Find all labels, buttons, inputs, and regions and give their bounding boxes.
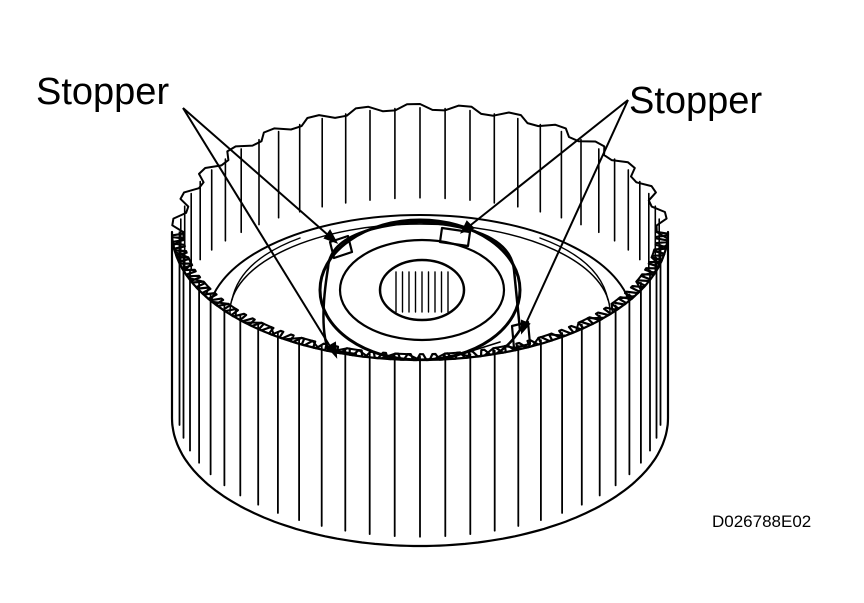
hub-collar	[338, 238, 506, 342]
leader-line-left-upper	[182, 107, 337, 243]
drum-front-top-rim	[171, 230, 670, 362]
drum-inner-wall	[231, 237, 609, 301]
drum-front-ribs	[178, 244, 662, 538]
stopper-label-left: Stopper	[36, 71, 170, 113]
arrowhead	[323, 229, 339, 244]
arrowhead	[521, 319, 531, 335]
drum-back-ribs	[178, 107, 661, 303]
stopper-label-right: Stopper	[629, 80, 763, 122]
leader-lines	[182, 99, 629, 359]
clutch-drum	[170, 103, 670, 548]
stopper-tab	[438, 226, 472, 248]
leader-line-right-lower	[521, 99, 629, 333]
hub-retainer-plate	[322, 220, 522, 370]
figure-id-label: D026788E02	[712, 512, 812, 531]
arrowhead	[326, 341, 338, 359]
leader-line-left-lower	[182, 107, 337, 357]
hub-bore-splines	[395, 271, 449, 313]
leader-line-right-upper	[461, 99, 629, 233]
hub-bore	[378, 258, 466, 322]
stopper-tab	[328, 234, 354, 260]
arrowhead	[459, 220, 475, 234]
